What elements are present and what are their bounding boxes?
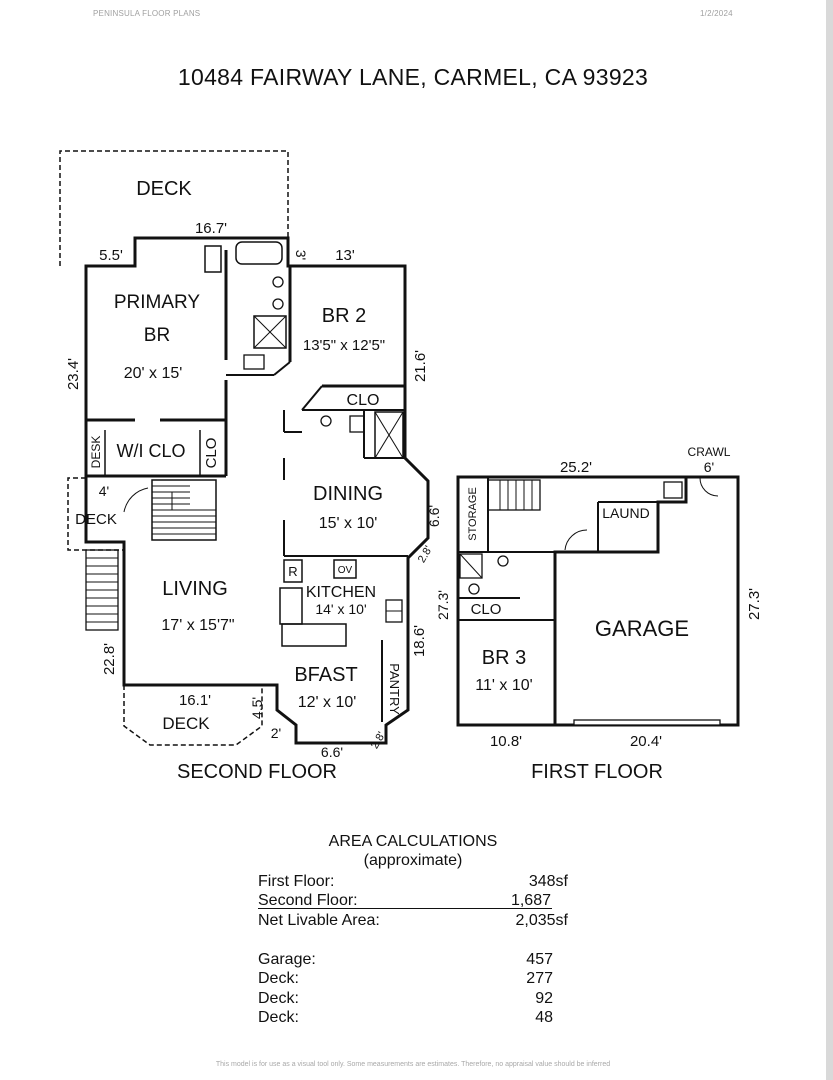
dim-13: 13' bbox=[335, 247, 355, 264]
second-floor-labels: DECK PRIMARY BR 20' x 15' BR 2 13'5" x 1… bbox=[65, 178, 442, 783]
deck-top-outline bbox=[59, 150, 289, 266]
area-value: 348sf bbox=[528, 873, 568, 890]
kitchen-r: R bbox=[288, 564, 297, 579]
dim-21-6: 21.6' bbox=[412, 350, 429, 382]
room-deck-bottom: DECK bbox=[162, 714, 210, 733]
dim-4-5: 4.5' bbox=[249, 697, 265, 719]
deck-bottom-outline bbox=[123, 685, 263, 746]
area-label: Deck: bbox=[258, 1009, 299, 1026]
room-clo: CLO bbox=[471, 601, 502, 618]
first-floor-exterior-wall bbox=[456, 475, 740, 727]
area-label: Deck: bbox=[258, 970, 299, 987]
room-primary-dim: 20' x 15' bbox=[124, 365, 183, 382]
first-floor-labels: STORAGE LAUND CLO BR 3 11' x 10' GARAGE … bbox=[435, 445, 763, 783]
dim-20-4: 20.4' bbox=[630, 733, 662, 750]
dim-2: 2' bbox=[271, 725, 281, 741]
area-label: Second Floor: bbox=[258, 892, 358, 909]
room-living: LIVING bbox=[162, 578, 228, 600]
room-storage: STORAGE bbox=[467, 487, 479, 541]
area-value: 92 bbox=[535, 990, 553, 1007]
dim-4: 4' bbox=[99, 483, 109, 499]
area-heading: AREA CALCULATIONS bbox=[328, 833, 498, 850]
area-calculations: AREA CALCULATIONS (approximate) First Fl… bbox=[258, 832, 568, 1032]
area-value: 48 bbox=[535, 1009, 553, 1026]
room-bfast-dim: 12' x 10' bbox=[298, 694, 357, 711]
first-floor-label: FIRST FLOOR bbox=[531, 761, 663, 783]
dim-27-3-right: 27.3' bbox=[746, 588, 763, 620]
room-dining: DINING bbox=[313, 483, 383, 505]
room-deck-left: DECK bbox=[75, 511, 117, 528]
room-kitchen: KITCHEN bbox=[306, 584, 376, 601]
dim-16-7: 16.7' bbox=[195, 220, 227, 237]
dim-6-6-right: 6.6' bbox=[426, 505, 442, 527]
second-floor-plan bbox=[59, 150, 430, 746]
area-value: 457 bbox=[526, 951, 553, 968]
area-subheading: (approximate) bbox=[363, 852, 463, 869]
page-edge bbox=[826, 0, 833, 1080]
area-value: 2,035sf bbox=[515, 912, 568, 929]
kitchen-ov: OV bbox=[338, 565, 353, 576]
area-label: Garage: bbox=[258, 951, 316, 968]
area-label: Deck: bbox=[258, 990, 299, 1007]
room-pantry: PANTRY bbox=[387, 663, 402, 715]
room-kitchen-dim: 14' x 10' bbox=[315, 601, 366, 617]
company-header: PENINSULA FLOOR PLANS bbox=[93, 9, 201, 18]
dim-23-4: 23.4' bbox=[65, 358, 82, 390]
date-header: 1/2/2024 bbox=[700, 9, 733, 18]
room-br2: BR 2 bbox=[322, 305, 366, 327]
dim-22-8: 22.8' bbox=[101, 643, 118, 675]
area-value: 1,687 bbox=[510, 892, 551, 909]
first-floor-plan bbox=[456, 475, 740, 727]
disclaimer-footer: This model is for use as a visual tool o… bbox=[215, 1061, 611, 1068]
label-crawl: CRAWL bbox=[688, 445, 731, 459]
area-value: 277 bbox=[526, 970, 553, 987]
room-living-dim: 17' x 15'7" bbox=[161, 617, 234, 634]
dim-3: 3' bbox=[293, 250, 309, 260]
room-br3: BR 3 bbox=[482, 647, 526, 669]
dim-5-5: 5.5' bbox=[99, 247, 123, 264]
room-clo-top: CLO bbox=[347, 392, 380, 409]
room-dining-dim: 15' x 10' bbox=[319, 515, 378, 532]
room-deck-top: DECK bbox=[136, 178, 192, 200]
dim-6-6-bottom: 6.6' bbox=[321, 744, 343, 760]
room-br3-dim: 11' x 10' bbox=[475, 677, 532, 694]
room-laund: LAUND bbox=[602, 505, 649, 521]
room-garage: GARAGE bbox=[595, 616, 689, 641]
room-bfast: BFAST bbox=[294, 664, 357, 686]
room-primary-line2: BR bbox=[144, 325, 170, 346]
dim-25-2: 25.2' bbox=[560, 459, 592, 476]
dim-27-3-left: 27.3' bbox=[435, 590, 451, 620]
second-floor-exterior-wall bbox=[84, 236, 430, 745]
second-floor-label: SECOND FLOOR bbox=[177, 761, 337, 783]
dim-10-8: 10.8' bbox=[490, 733, 522, 750]
room-desk: DESK bbox=[89, 436, 103, 469]
room-primary-line1: PRIMARY bbox=[114, 292, 201, 313]
property-address-title: 10484 FAIRWAY LANE, CARMEL, CA 93923 bbox=[177, 64, 649, 90]
area-label: First Floor: bbox=[258, 873, 335, 890]
deck-left-outline bbox=[67, 477, 124, 551]
dim-16-1: 16.1' bbox=[179, 692, 211, 709]
area-label: Net Livable Area: bbox=[258, 912, 380, 929]
dim-18-6: 18.6' bbox=[411, 625, 428, 657]
subtotal-underline bbox=[258, 908, 552, 909]
room-br2-dim: 13'5" x 12'5" bbox=[303, 337, 385, 354]
room-wi-clo: W/I CLO bbox=[116, 441, 185, 461]
room-clo-side: CLO bbox=[203, 438, 220, 469]
dim-6: 6' bbox=[704, 459, 714, 475]
